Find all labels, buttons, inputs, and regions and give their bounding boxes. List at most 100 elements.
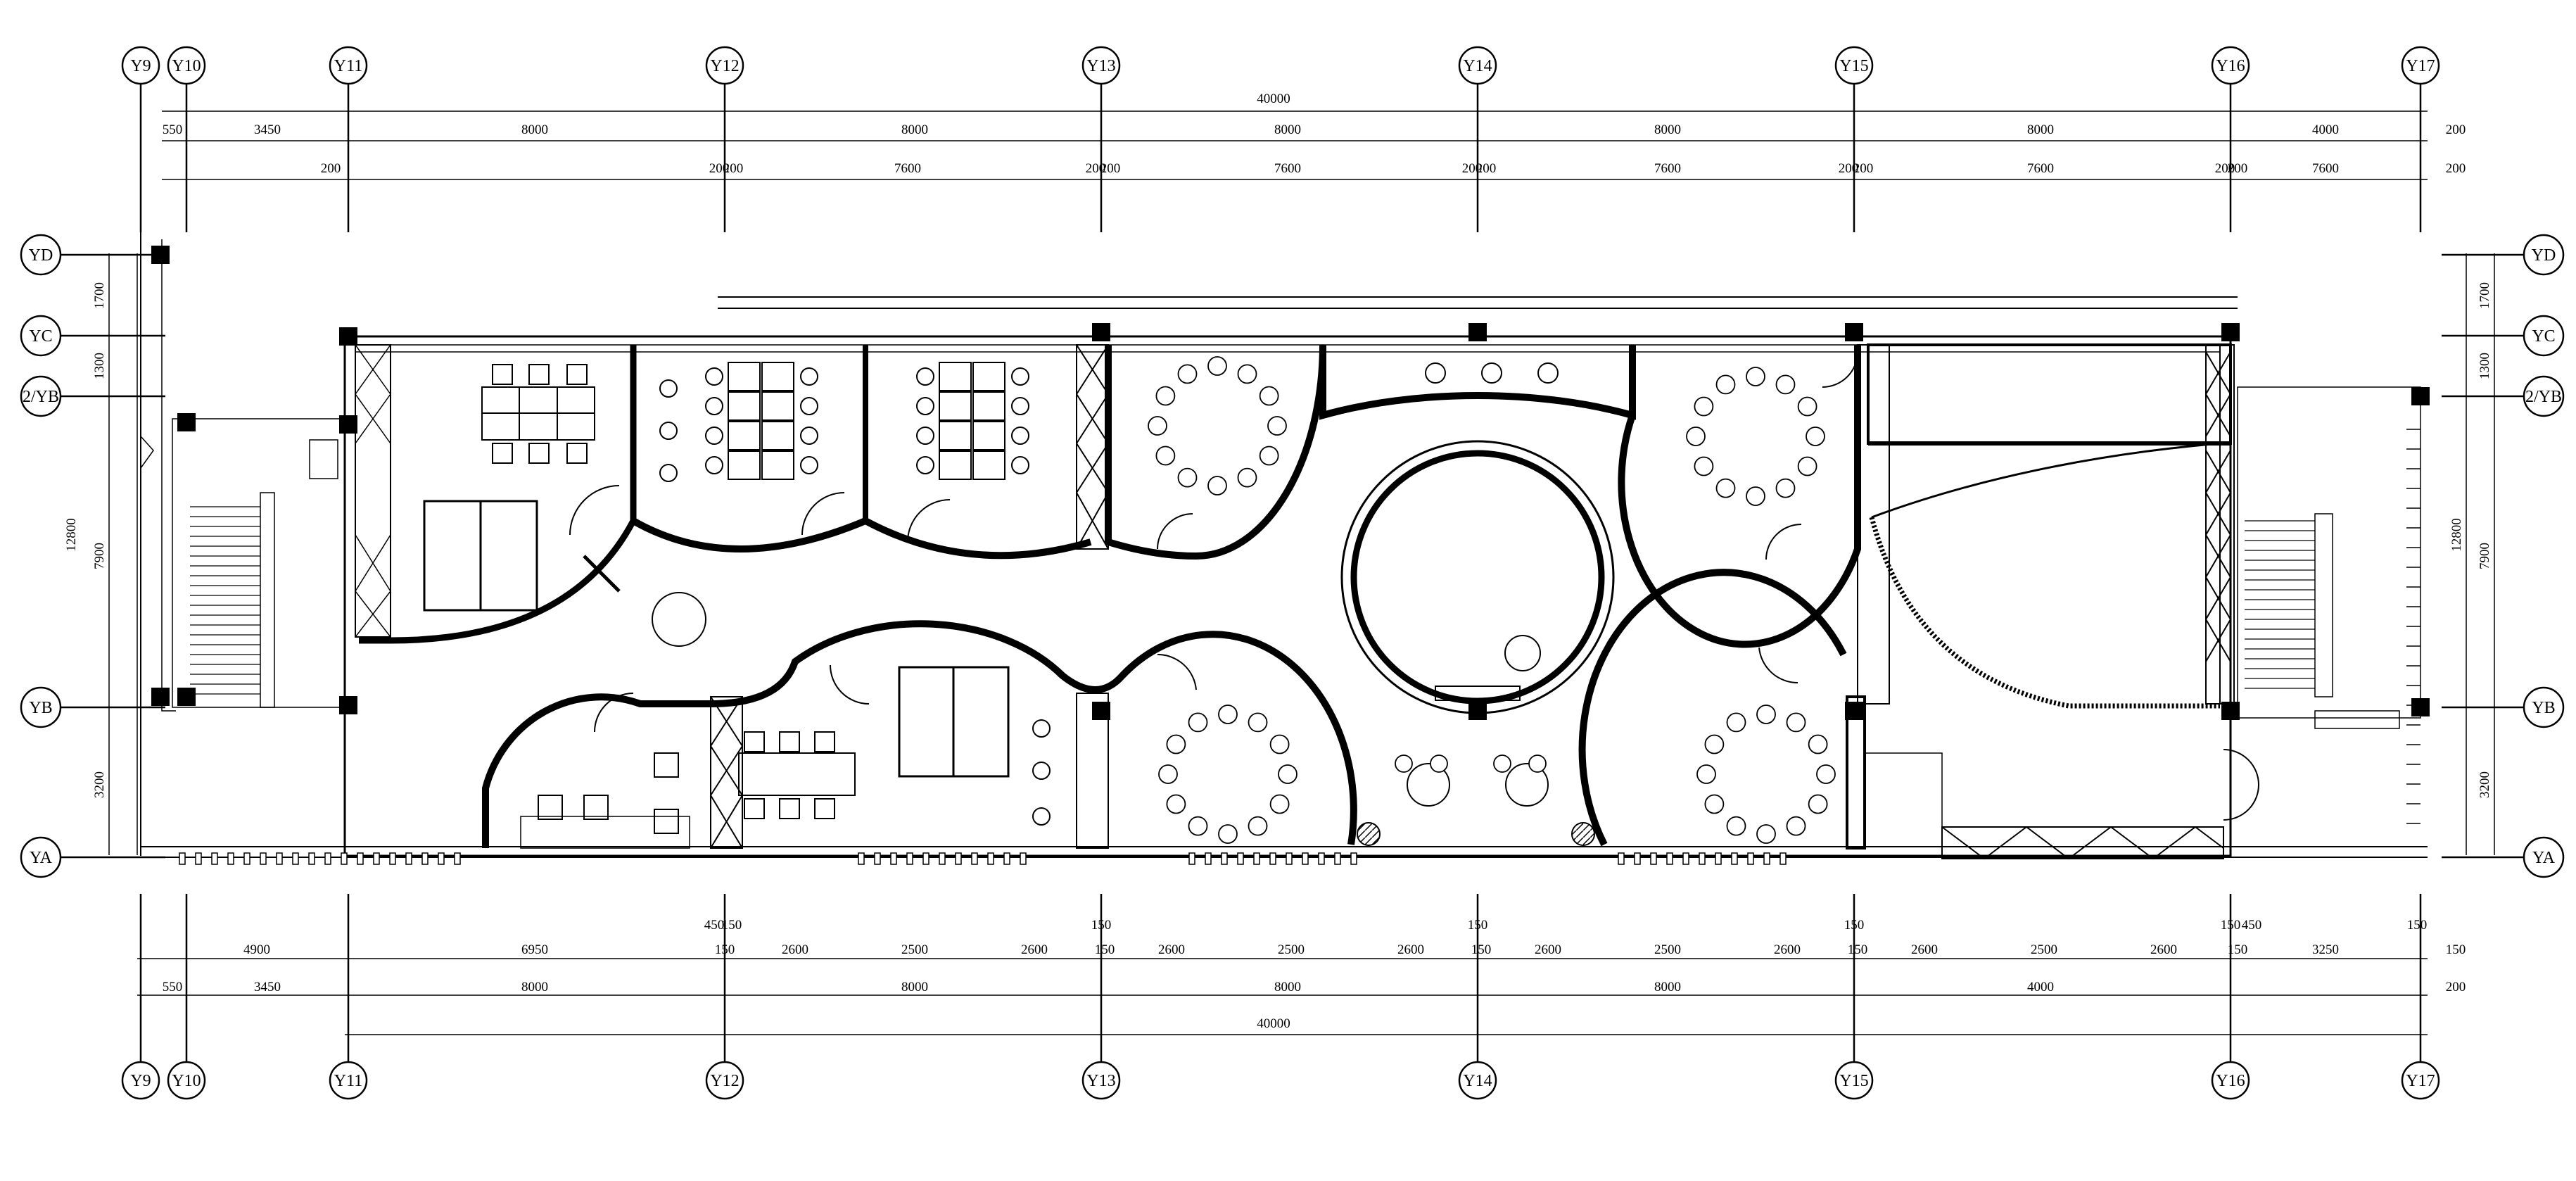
vent-slot — [292, 852, 299, 865]
seat — [1816, 764, 1836, 784]
truss-columns-mid — [2205, 344, 2231, 705]
grid-label: Y10 — [172, 57, 201, 75]
dim-value: 200 — [2446, 980, 2466, 994]
chair — [528, 443, 550, 464]
chair — [654, 809, 679, 834]
grid-bubble-Y10 — [167, 1061, 206, 1100]
desk — [728, 391, 761, 421]
dim-value: 150 — [1095, 942, 1115, 957]
seat — [1155, 386, 1176, 406]
table — [1407, 763, 1450, 807]
vent-slot — [308, 852, 315, 865]
dim-value: 8000 — [2027, 122, 2054, 137]
vent-slot — [987, 852, 994, 865]
dim-value: 200 — [1086, 161, 1106, 176]
dim-value: 200 — [1853, 161, 1874, 176]
vent-slot — [195, 852, 202, 865]
seat — [1756, 705, 1776, 724]
left-side-dimensions — [108, 253, 138, 855]
classroom-desks — [659, 362, 1051, 826]
vent-slot — [939, 852, 946, 865]
seat — [1207, 356, 1227, 376]
dim-value: 200 — [1462, 161, 1483, 176]
vent-slot — [357, 852, 364, 865]
vent-slot — [1682, 852, 1689, 865]
dim-value: 3200 — [92, 771, 107, 798]
chair — [744, 731, 765, 752]
chair — [1032, 807, 1051, 826]
grid-bubble-2/YB — [2523, 375, 2565, 417]
dim-value: 450 — [704, 918, 725, 933]
grid-label: YB — [29, 699, 52, 717]
grid-bubble-Y9 — [121, 46, 160, 85]
vent-slot — [1763, 852, 1770, 865]
vertical-grid-axes — [139, 84, 2422, 1063]
grid-bubble-YC — [20, 315, 62, 357]
seat — [1756, 824, 1776, 844]
dim-value: 12800 — [64, 518, 79, 552]
grid-label: Y13 — [1086, 57, 1115, 75]
chair — [659, 379, 678, 398]
chair — [492, 364, 513, 385]
grid-bubble-Y17 — [2401, 1061, 2440, 1100]
grid-label: Y12 — [710, 57, 739, 75]
vent-slot — [260, 852, 267, 865]
top-dimension-lines — [162, 110, 2428, 180]
grid-bubble-Y11 — [329, 46, 368, 85]
chair — [1011, 397, 1029, 415]
dim-value: 4000 — [2027, 980, 2054, 994]
dim-value: 8000 — [901, 122, 928, 137]
dim-value: 2500 — [2031, 942, 2057, 957]
desk — [939, 421, 972, 450]
grid-label: YC — [29, 327, 52, 346]
dim-value: 8000 — [1654, 980, 1681, 994]
vent-slot — [1318, 852, 1325, 865]
vent-slot — [1699, 852, 1706, 865]
chair — [705, 456, 723, 474]
column — [1092, 323, 1110, 341]
dim-value: 2600 — [1535, 942, 1561, 957]
dim-value: 7600 — [2312, 161, 2339, 176]
seat — [1775, 478, 1796, 498]
vent-slot — [1003, 852, 1010, 865]
grid-bubble-YA — [20, 836, 62, 878]
dim-value: 7600 — [2027, 161, 2054, 176]
seat — [1696, 764, 1716, 784]
chair — [659, 422, 678, 440]
seat — [1704, 794, 1725, 814]
dim-value: 3450 — [254, 980, 281, 994]
grid-label: Y15 — [1839, 1072, 1868, 1090]
classroom-walls — [630, 345, 1092, 560]
vent-slot — [1221, 852, 1228, 865]
chair — [1032, 719, 1051, 738]
dim-value: 8000 — [1274, 122, 1301, 137]
chair — [492, 443, 513, 464]
dim-value: 150 — [2446, 942, 2466, 957]
grid-label: Y11 — [334, 57, 362, 75]
vent-slot — [890, 852, 897, 865]
grid-label: YA — [30, 849, 53, 867]
column — [1845, 323, 1863, 341]
grid-bubble-Y17 — [2401, 46, 2440, 85]
column — [1468, 702, 1487, 720]
chair — [705, 427, 723, 445]
dim-value: 200 — [2228, 161, 2248, 176]
column — [1468, 323, 1487, 341]
chair — [916, 397, 934, 415]
chair — [654, 752, 679, 778]
seat — [1248, 712, 1268, 733]
vent-slot — [421, 852, 429, 865]
seat — [1166, 794, 1186, 814]
grid-label: 2/YB — [23, 388, 59, 406]
dim-top-total: 40000 — [1257, 91, 1290, 106]
dim-value: 2600 — [782, 942, 808, 957]
seat — [1155, 446, 1176, 466]
seat — [1259, 446, 1279, 466]
chair — [814, 798, 835, 819]
grid-bubble-YB — [20, 686, 62, 728]
chair — [566, 364, 588, 385]
desk — [939, 362, 972, 391]
seat — [1694, 456, 1714, 476]
